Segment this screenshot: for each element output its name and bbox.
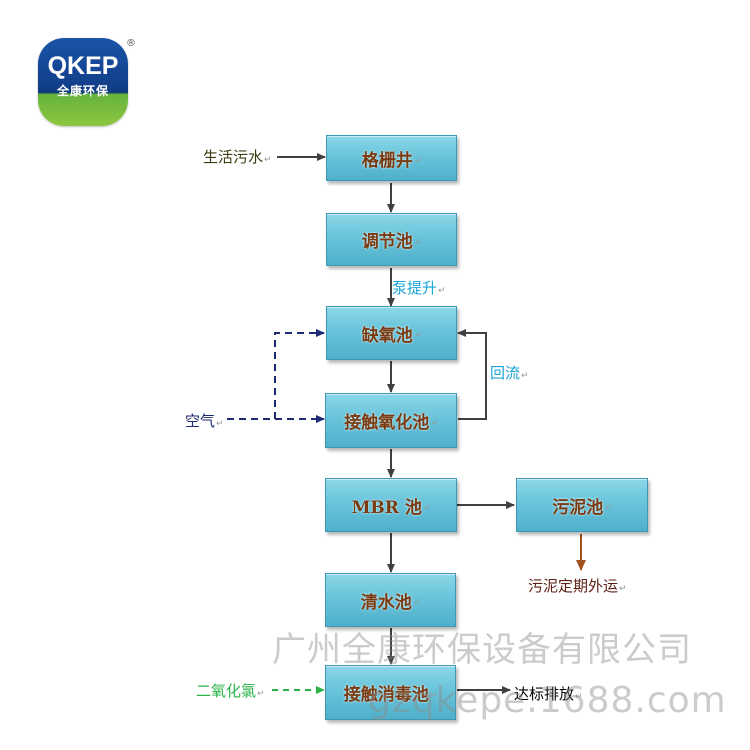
box-contact-disinfection-tank-label: 接触消毒池 [344,680,438,705]
box-clear-water-tank: 清水池 [325,573,456,627]
label-reflux: 回流 [490,362,529,383]
label-domestic-sewage: 生活污水 [203,146,272,167]
box-mbr-tank-label: MBR 池 [352,493,431,518]
box-contact-oxidation-tank-label: 接触氧化池 [344,408,438,433]
label-air: 空气 [185,410,224,431]
box-clear-water-tank-label: 清水池 [361,588,421,613]
box-sludge-tank-label: 污泥池 [552,493,612,518]
logo-subtitle: 全康环保 [56,84,109,98]
box-anoxic-tank: 缺氧池 [326,306,457,360]
label-discharge: 达标排放 [514,683,583,704]
box-mbr-tank: MBR 池 [325,478,457,532]
label-sludge-transport: 污泥定期外运 [528,575,627,596]
arrow-reflux [457,329,487,420]
box-anoxic-tank-label: 缺氧池 [362,321,422,346]
label-pump-lift: 泵提升 [392,277,446,298]
box-contact-disinfection-tank: 接触消毒池 [325,665,456,720]
company-logo: QKEP 全康环保 [38,38,128,126]
logo-brand: QKEP [47,52,119,80]
box-contact-oxidation-tank: 接触氧化池 [325,393,457,448]
box-regulating-tank-label: 调节池 [362,227,422,252]
air-line-branch [274,329,325,419]
box-sludge-tank: 污泥池 [516,478,648,532]
registered-mark: ® [126,38,136,49]
box-grid-well-label: 格栅井 [362,146,422,171]
box-grid-well: 格栅井 [326,135,457,181]
box-regulating-tank: 调节池 [326,213,457,266]
label-chlorine-dioxide: 二氧化氯 [196,680,265,701]
